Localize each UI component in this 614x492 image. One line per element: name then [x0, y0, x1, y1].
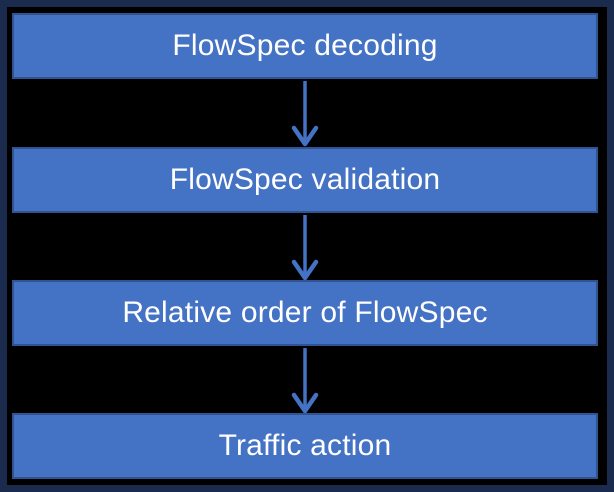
down-arrow-icon — [285, 347, 325, 414]
flow-step-label: Relative order of FlowSpec — [122, 296, 488, 329]
down-arrow-icon — [285, 80, 325, 147]
flow-step-label: Traffic action — [218, 429, 392, 462]
flow-step-flowspec-decoding: FlowSpec decoding — [12, 13, 598, 79]
flow-step-flowspec-validation: FlowSpec validation — [12, 147, 598, 213]
flow-step-label: FlowSpec decoding — [172, 29, 438, 62]
flow-step-traffic-action: Traffic action — [12, 413, 598, 479]
flow-step-relative-order-of-flowspec: Relative order of FlowSpec — [12, 280, 598, 346]
flow-step-label: FlowSpec validation — [169, 163, 441, 196]
down-arrow-icon — [285, 214, 325, 281]
